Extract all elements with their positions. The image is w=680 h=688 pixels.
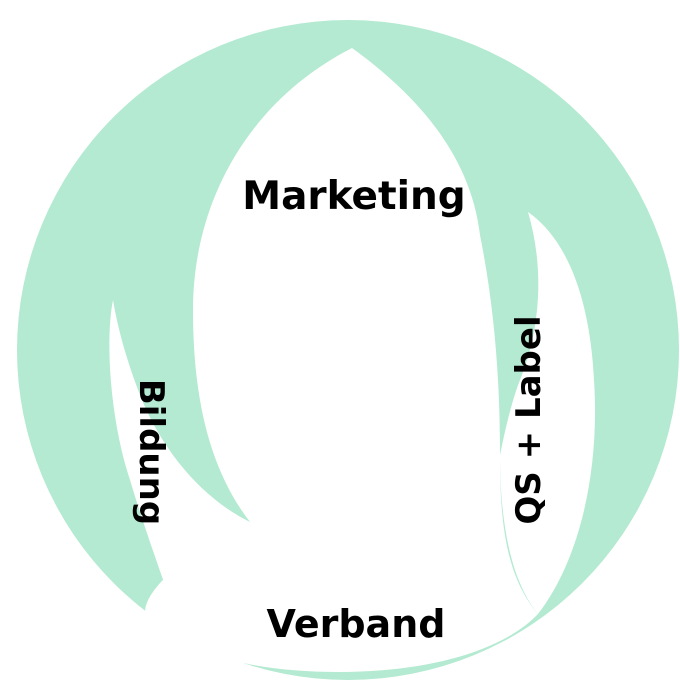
label-verband: Verband <box>267 602 446 646</box>
label-marketing: Marketing <box>242 174 465 219</box>
label-bildung: Bildung <box>131 379 171 525</box>
inner-leaf-shape <box>145 48 538 672</box>
right-swoosh-shape <box>500 212 596 614</box>
left-swoosh-shape <box>109 300 250 600</box>
label-qs-label: QS + Label <box>509 315 549 524</box>
